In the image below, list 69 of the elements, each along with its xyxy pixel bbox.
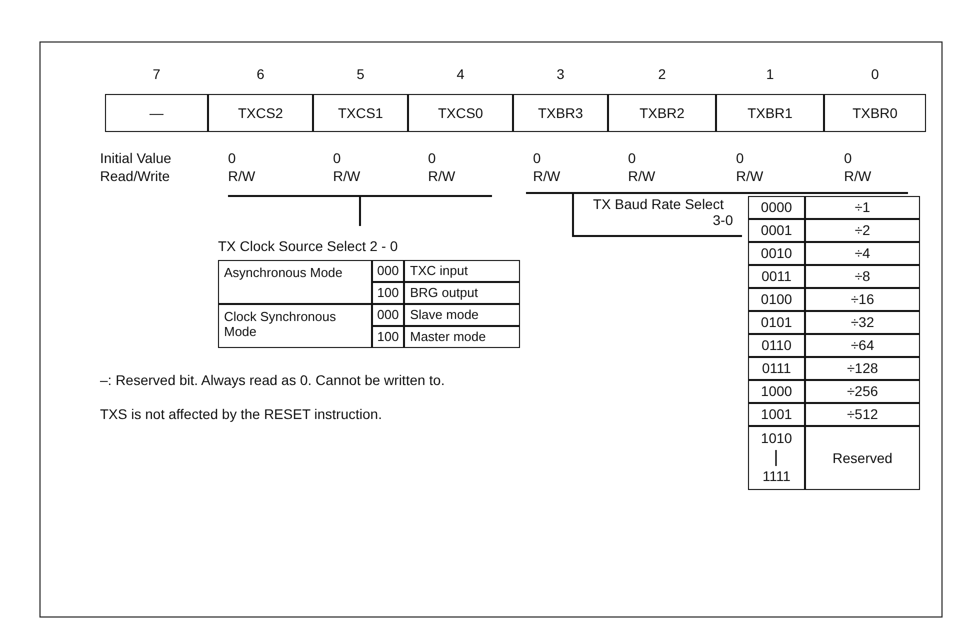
division-ratio-cell: ÷256 xyxy=(805,380,920,403)
mode-cell: Asynchronous Mode xyxy=(218,260,372,304)
bit-number: 0 xyxy=(870,66,880,84)
access-type: R/W xyxy=(736,168,764,186)
register-field: TXCS0 xyxy=(408,94,513,132)
division-ratio-cell: ÷2 xyxy=(805,219,920,242)
code-cell: 0011 xyxy=(748,265,805,288)
initial-value: 0 xyxy=(533,150,542,168)
division-ratio-cell: ÷1 xyxy=(805,196,920,219)
initial-value: 0 xyxy=(428,150,437,168)
code-cell: 0010 xyxy=(748,242,805,265)
code-cell: 0110 xyxy=(748,334,805,357)
description-cell: Master mode xyxy=(404,326,520,348)
initial-value: 0 xyxy=(228,150,237,168)
division-ratio-cell: ÷128 xyxy=(805,357,920,380)
description-cell: BRG output xyxy=(404,282,520,304)
register-field: — xyxy=(105,94,208,132)
code-cell: 1001 xyxy=(748,403,805,426)
initial-value: 0 xyxy=(333,150,342,168)
initial-value: 0 xyxy=(628,150,637,168)
row-label: Read/Write xyxy=(100,168,171,186)
mode-cell: Clock Synchronous Mode xyxy=(218,304,372,348)
field-description: TX Baud Rate Select 3-0 xyxy=(593,196,733,230)
initial-value: 0 xyxy=(844,150,853,168)
code-cell: 0100 xyxy=(748,288,805,311)
code-cell: 0111 xyxy=(748,357,805,380)
access-type: R/W xyxy=(228,168,256,186)
bit-number: 2 xyxy=(657,66,667,84)
division-ratio-cell: ÷8 xyxy=(805,265,920,288)
bit-number: 1 xyxy=(765,66,775,84)
division-ratio-cell: ÷64 xyxy=(805,334,920,357)
register-field: TXBR0 xyxy=(824,94,926,132)
division-ratio-cell: ÷4 xyxy=(805,242,920,265)
description-cell: TXC input xyxy=(404,260,520,282)
initial-value: 0 xyxy=(736,150,745,168)
code-cell: 100 xyxy=(372,326,404,348)
code-range-start: 1010 xyxy=(760,430,794,448)
register-field: TXBR3 xyxy=(513,94,608,132)
access-type: R/W xyxy=(844,168,872,186)
bit-number: 4 xyxy=(456,66,466,84)
code-cell: 000 xyxy=(372,304,404,326)
field-description: TX Clock Source Select 2 - 0 xyxy=(218,238,399,256)
bit-number: 3 xyxy=(556,66,566,84)
register-field: TXCS2 xyxy=(208,94,313,132)
note-text: TXS is not affected by the RESET instruction. xyxy=(100,406,383,424)
register-field: TXBR1 xyxy=(716,94,824,132)
access-type: R/W xyxy=(533,168,562,186)
code-cell: 1000 xyxy=(748,380,805,403)
note-text: –: Reserved bit. Always read as 0. Cannot be written to. xyxy=(100,372,446,390)
access-type: R/W xyxy=(333,168,362,186)
bit-number: 6 xyxy=(256,66,266,84)
access-type: R/W xyxy=(428,168,456,186)
division-ratio-cell: Reserved xyxy=(805,426,920,490)
code-cell: 0000 xyxy=(748,196,805,219)
bit-number: 5 xyxy=(356,66,366,84)
division-ratio-cell: ÷16 xyxy=(805,288,920,311)
access-type: R/W xyxy=(628,168,656,186)
code-range-end: 1111 xyxy=(761,468,792,486)
code-cell: 0001 xyxy=(748,219,805,242)
row-label: Initial Value xyxy=(100,150,172,168)
division-ratio-cell: ÷32 xyxy=(805,311,920,334)
description-cell: Slave mode xyxy=(404,304,520,326)
register-field: TXCS1 xyxy=(313,94,408,132)
code-cell: 000 xyxy=(372,260,404,282)
code-cell: 100 xyxy=(372,282,404,304)
code-cell: 0101 xyxy=(748,311,805,334)
bit-number: 7 xyxy=(152,66,162,84)
division-ratio-cell: ÷512 xyxy=(805,403,920,426)
register-field: TXBR2 xyxy=(608,94,716,132)
